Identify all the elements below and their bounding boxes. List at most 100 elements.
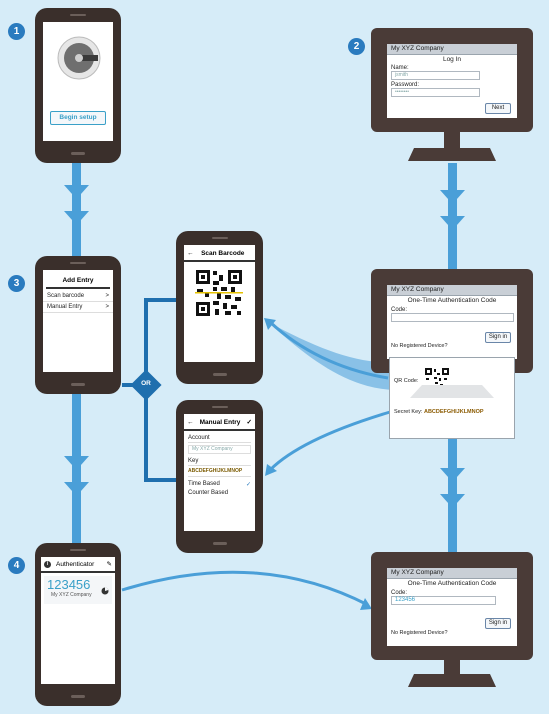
login-heading: Log In — [442, 56, 462, 63]
step-badge-2: 2 — [348, 38, 365, 55]
auth-code-card[interactable]: 123456 My XYZ Company — [44, 576, 112, 604]
menu-scan-barcode[interactable]: Scan barcode > — [43, 289, 113, 302]
code-field[interactable] — [391, 313, 514, 322]
secret-key-value: ABCDEFGHIJKLMNOP — [423, 409, 484, 415]
option-counter-based[interactable]: Counter Based — [188, 490, 229, 496]
signin-button[interactable]: Sign in — [485, 618, 511, 629]
chevron-right-icon: > — [105, 304, 109, 310]
authenticator-logo-icon — [57, 36, 101, 80]
arrow-down-icon — [64, 456, 89, 470]
arrow-head-icon — [360, 598, 372, 610]
monitor-stand — [408, 132, 496, 161]
no-device-link[interactable]: No Registered Device? — [391, 343, 448, 349]
final-form: One-Time Authentication Code Code: 12345… — [391, 580, 513, 636]
arrow-down-icon — [440, 216, 465, 230]
time-based-label: Time Based — [188, 481, 220, 487]
phone-scan-barcode: ← Scan Barcode — [176, 231, 263, 384]
monitor-otp: My XYZ Company One-Time Authentication C… — [371, 269, 533, 373]
speaker — [211, 237, 228, 239]
chevron-right-icon: > — [105, 293, 109, 299]
menu-label: Scan barcode — [47, 293, 85, 299]
check-icon[interactable]: ✓ — [246, 419, 252, 426]
step-badge-4: 4 — [8, 557, 25, 574]
manual-form: Account My XYZ Company Key ABCDEFGHIJKLM… — [184, 431, 255, 496]
arrow-down-icon — [64, 185, 89, 199]
otp-window: My XYZ Company One-Time Authentication C… — [387, 285, 517, 359]
signin-button[interactable]: Sign in — [485, 332, 511, 343]
arrow-down-icon — [64, 482, 89, 496]
info-icon[interactable]: i — [44, 560, 51, 568]
code-label: Code: — [391, 590, 408, 596]
manual-header: ← Manual Entry ✓ — [184, 414, 255, 431]
arrow-head-icon — [264, 318, 276, 330]
back-arrow-icon[interactable]: ← — [187, 250, 194, 257]
password-field[interactable]: •••••••• — [391, 88, 480, 97]
home-button[interactable] — [71, 152, 85, 155]
otp-heading: One-Time Authentication Code — [407, 297, 497, 304]
phone-screen: Add Entry Scan barcode > Manual Entry > — [43, 270, 113, 372]
auth-account: My XYZ Company — [51, 592, 92, 598]
no-device-link[interactable]: No Registered Device? — [391, 630, 448, 636]
window-title: My XYZ Company — [387, 568, 517, 579]
login-form: Log In Name: jsmith Password: •••••••• N… — [391, 56, 513, 114]
back-arrow-icon[interactable]: ← — [187, 418, 194, 426]
arrow-down-icon — [440, 190, 465, 204]
monitor-stand — [408, 660, 496, 687]
phone-setup: Begin setup — [35, 8, 121, 163]
speaker — [70, 262, 86, 264]
begin-setup-button[interactable]: Begin setup — [50, 111, 106, 125]
login-window: My XYZ Company Log In Name: jsmith Passw… — [387, 44, 517, 118]
speaker — [70, 14, 86, 16]
or-label: OR — [141, 380, 151, 387]
option-time-based[interactable]: Time Based ✓ — [188, 481, 251, 488]
home-button[interactable] — [212, 542, 227, 545]
qr-code-icon — [195, 269, 243, 317]
account-field[interactable]: My XYZ Company — [188, 445, 251, 454]
phone-screen: i Authenticator ✎ 123456 My XYZ Company — [41, 557, 115, 684]
auth-title: Authenticator — [56, 560, 95, 568]
manual-title: Manual Entry — [199, 418, 241, 426]
home-button[interactable] — [212, 373, 227, 376]
timer-icon — [101, 587, 109, 595]
secret-key-row: Secret Key: ABCDEFGHIJKLMNOP — [394, 409, 484, 415]
check-icon: ✓ — [245, 482, 251, 488]
scan-header: ← Scan Barcode — [184, 245, 255, 262]
menu-label: Manual Entry — [47, 304, 83, 310]
phone-add-entry: Add Entry Scan barcode > Manual Entry > — [35, 256, 121, 394]
qr-shadow — [410, 385, 494, 398]
auth-code: 123456 — [47, 577, 91, 592]
curve-auth-to-monitor — [121, 570, 369, 607]
home-button[interactable] — [71, 383, 85, 386]
phone-screen: Begin setup — [43, 22, 113, 141]
connector-1-3 — [72, 163, 81, 258]
step-badge-3: 3 — [8, 275, 25, 292]
edit-icon[interactable]: ✎ — [106, 561, 112, 568]
phone-authenticator: i Authenticator ✎ 123456 My XYZ Company — [35, 543, 121, 706]
auth-header: i Authenticator ✎ — [41, 557, 115, 573]
name-label: Name: — [391, 65, 409, 71]
arrow-down-icon — [64, 211, 89, 225]
final-heading: One-Time Authentication Code — [407, 580, 497, 587]
home-button[interactable] — [71, 695, 85, 698]
phone-manual-entry: ← Manual Entry ✓ Account My XYZ Company … — [176, 400, 263, 553]
name-field[interactable]: jsmith — [391, 71, 480, 80]
arrow-down-icon — [440, 468, 465, 482]
key-field[interactable]: ABCDEFGHIJKLMNOP — [188, 466, 251, 477]
branch-scan — [122, 298, 178, 387]
phone-screen: ← Scan Barcode — [184, 245, 255, 362]
step-badge-1: 1 — [8, 23, 25, 40]
curve-key-to-manual — [268, 410, 391, 472]
account-label: Account — [188, 434, 251, 443]
code-field[interactable]: 123456 — [391, 596, 496, 605]
otp-form: One-Time Authentication Code Code: Sign … — [391, 297, 514, 349]
next-button[interactable]: Next — [485, 103, 511, 114]
key-label: Key — [188, 457, 251, 466]
qr-panel: QR Code: Secret Key: ABCDEFGHIJKLMNOP — [389, 357, 515, 439]
add-entry-title: Add Entry — [46, 277, 110, 289]
final-window: My XYZ Company One-Time Authentication C… — [387, 568, 517, 646]
menu-manual-entry[interactable]: Manual Entry > — [43, 302, 113, 313]
or-diamond — [130, 369, 162, 401]
qr-swoosh — [268, 322, 398, 390]
